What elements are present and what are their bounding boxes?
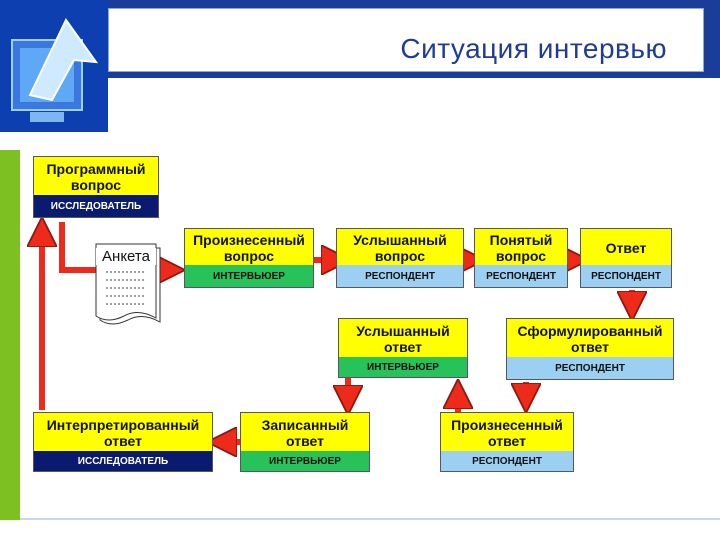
title-panel: Ситуация интервью [108, 8, 704, 72]
box-label: Записанный ответ [241, 413, 369, 453]
box-label: Ответ [581, 229, 671, 267]
role-label: РЕСПОНДЕНТ [507, 357, 673, 379]
box-label: Сформулированный ответ [507, 319, 673, 359]
role-label: РЕСПОНДЕНТ [441, 451, 573, 471]
box-label: Программный вопрос [34, 157, 158, 197]
role-label: РЕСПОНДЕНТ [475, 265, 567, 287]
questionnaire-document-icon: Анкета [92, 242, 164, 331]
role-label: ИССЛЕДОВАТЕЛЬ [34, 451, 212, 471]
role-label: РЕСПОНДЕНТ [337, 265, 463, 287]
accent-stripe [0, 150, 20, 520]
monitor-arrow-logo-icon [0, 0, 108, 132]
box-spoken-question: Произнесенный вопрос ИНТЕРВЬЮЕР [184, 228, 314, 288]
box-label: Интерпретированный ответ [34, 413, 212, 453]
role-label: ИССЛЕДОВАТЕЛЬ [34, 195, 158, 217]
box-recorded-answer: Записанный ответ ИНТЕРВЬЮЕР [240, 412, 370, 472]
box-label: Услышанный ответ [339, 319, 467, 359]
role-label: РЕСПОНДЕНТ [581, 265, 671, 287]
role-label: ИНТЕРВЬЮЕР [241, 451, 369, 471]
role-label: ИНТЕРВЬЮЕР [185, 265, 313, 287]
box-heard-answer: Услышанный ответ ИНТЕРВЬЮЕР [338, 318, 468, 378]
box-spoken-answer: Произнесенный ответ РЕСПОНДЕНТ [440, 412, 574, 472]
box-label: Произнесенный вопрос [185, 229, 313, 267]
role-label: ИНТЕРВЬЮЕР [339, 357, 467, 377]
box-interpreted-answer: Интерпретированный ответ ИССЛЕДОВАТЕЛЬ [33, 412, 213, 472]
box-understood-question: Понятый вопрос РЕСПОНДЕНТ [474, 228, 568, 288]
bottom-stripe [20, 518, 720, 520]
box-answer: Ответ РЕСПОНДЕНТ [580, 228, 672, 288]
box-heard-question: Услышанный вопрос РЕСПОНДЕНТ [336, 228, 464, 288]
box-programmed-question: Программный вопрос ИССЛЕДОВАТЕЛЬ [33, 156, 159, 218]
box-label: Понятый вопрос [475, 229, 567, 267]
box-formulated-answer: Сформулированный ответ РЕСПОНДЕНТ [506, 318, 674, 380]
box-label: Произнесенный ответ [441, 413, 573, 453]
page-title: Ситуация интервью [400, 33, 667, 64]
box-label: Услышанный вопрос [337, 229, 463, 267]
questionnaire-label: Анкета [96, 248, 156, 265]
